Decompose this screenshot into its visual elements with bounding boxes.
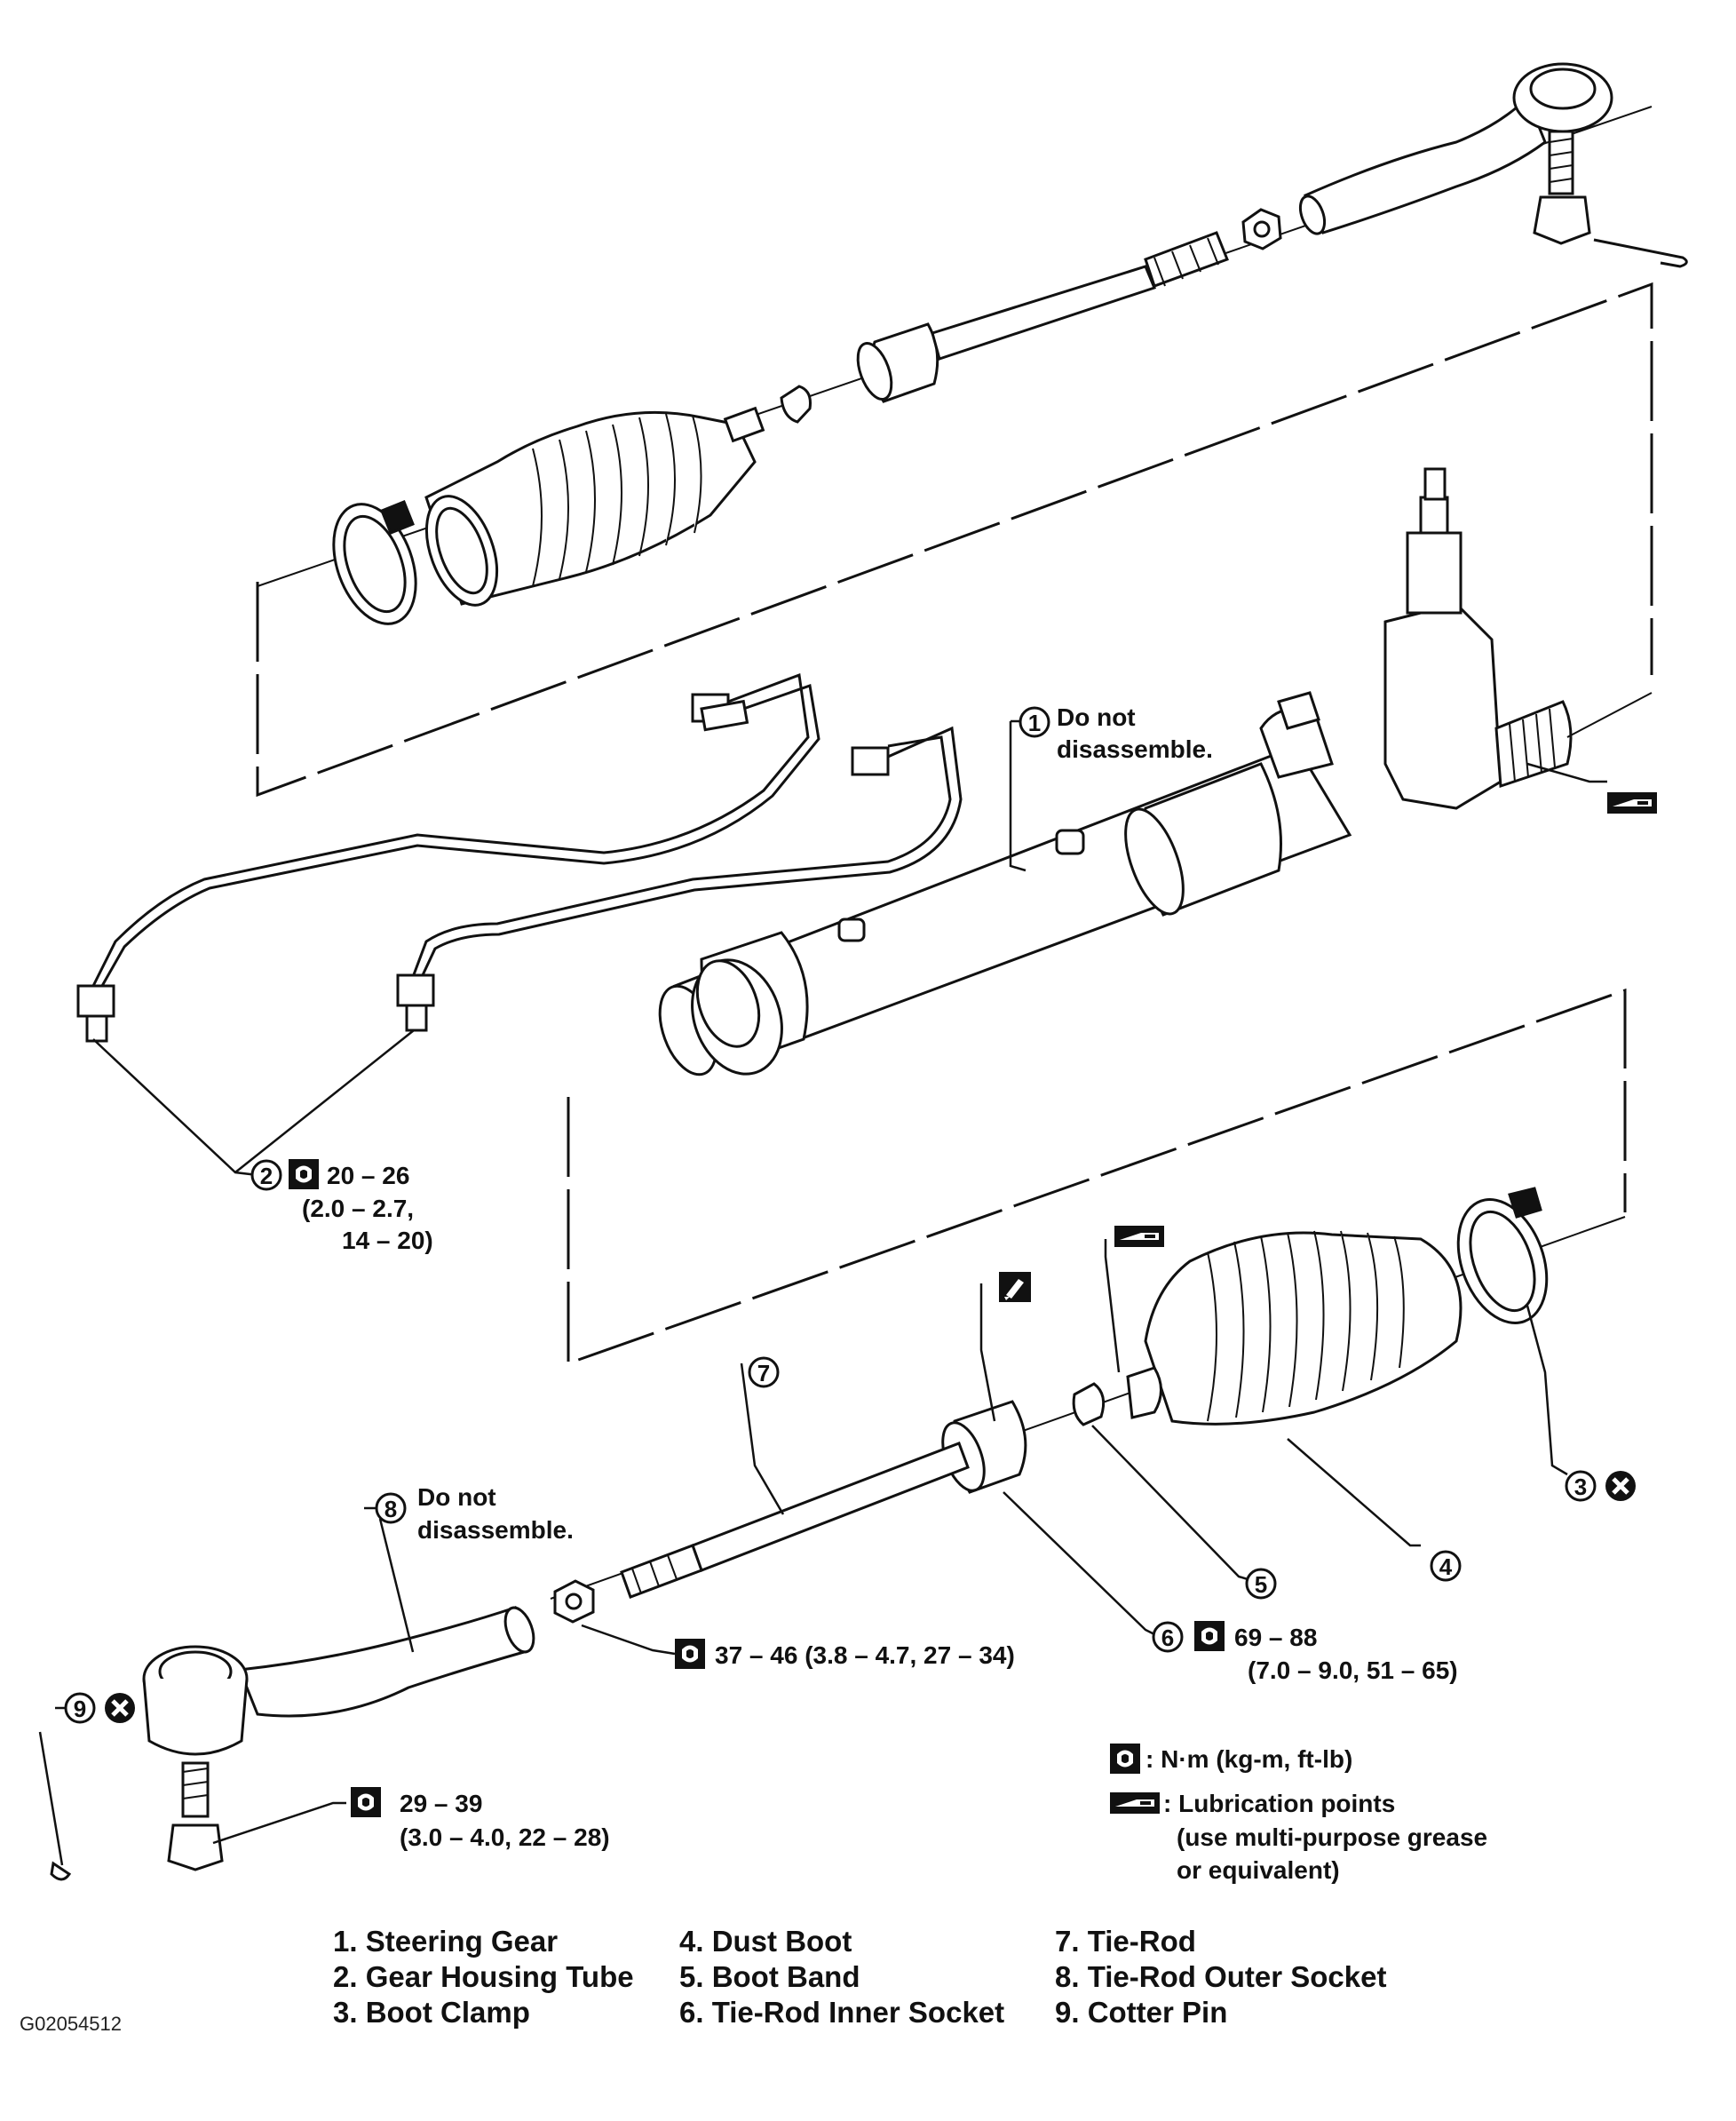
castle-nut-lower — [167, 1823, 224, 1871]
symbol-key: : N·m (kg-m, ft-lb) : Lubrication points… — [1110, 1744, 1487, 1884]
svg-text:29 – 39: 29 – 39 — [400, 1790, 482, 1817]
svg-text:: Lubrication points: : Lubrication points — [1163, 1790, 1395, 1817]
parts-list-item: 6. Tie-Rod Inner Socket — [679, 1996, 1005, 2029]
boot-band-upper — [780, 385, 812, 424]
svg-text:or equivalent): or equivalent) — [1177, 1856, 1340, 1884]
svg-text:5: 5 — [1255, 1571, 1267, 1598]
torque-wrench-icon — [1110, 1744, 1140, 1774]
svg-text:(3.0 – 4.0, 22 – 28): (3.0 – 4.0, 22 – 28) — [400, 1823, 610, 1851]
parts-list-item: 9. Cotter Pin — [1055, 1996, 1228, 2029]
parts-list-col1: 1. Steering Gear 2. Gear Housing Tube 3.… — [333, 1924, 634, 2030]
callout-3: 3 — [1565, 1471, 1636, 1501]
tie-rod-lower — [691, 1442, 970, 1572]
tie-rod-upper — [931, 265, 1157, 361]
svg-text:: N·m (kg-m, ft-lb): : N·m (kg-m, ft-lb) — [1145, 1745, 1352, 1773]
parts-list-item: 2. Gear Housing Tube — [333, 1960, 634, 1993]
parts-list-col3: 7. Tie-Rod 8. Tie-Rod Outer Socket 9. Co… — [1055, 1924, 1386, 2030]
callout-7: 7 — [748, 1356, 780, 1388]
locknut-torque: 37 – 46 (3.8 – 4.7, 27 – 34) — [675, 1639, 1015, 1669]
castle-nut-torque: 29 – 39 (3.0 – 4.0, 22 – 28) — [351, 1787, 610, 1851]
tie-rod-outer-socket-upper — [1303, 95, 1547, 234]
cotter-pin-lower — [50, 1861, 72, 1881]
castle-nut-upper — [1533, 195, 1591, 245]
svg-text:14 – 20): 14 – 20) — [342, 1227, 433, 1254]
lubrication-icon — [1110, 1792, 1160, 1814]
torque-wrench-icon — [1194, 1621, 1225, 1651]
svg-text:Do not: Do not — [1057, 703, 1136, 731]
sealant-point — [999, 1272, 1031, 1302]
do-not-reuse-icon — [1605, 1471, 1636, 1501]
svg-text:Do not: Do not — [417, 1483, 496, 1511]
svg-text:37 – 46 (3.8 – 4.7, 27 – 34): 37 – 46 (3.8 – 4.7, 27 – 34) — [715, 1641, 1015, 1669]
lower-tie-rod-assembly — [50, 1187, 1626, 1881]
callout-4: 4 — [1430, 1550, 1462, 1582]
svg-text:69 – 88: 69 – 88 — [1234, 1624, 1317, 1651]
boot-band-lower — [1072, 1382, 1106, 1426]
steering-gear-housing — [658, 467, 1653, 1076]
svg-text:9: 9 — [74, 1696, 86, 1722]
leader-lines — [38, 721, 1607, 1866]
callout-2: 2 20 – 26 (2.0 – 2.7, 14 – 20) — [250, 1159, 433, 1254]
parts-list-item: 4. Dust Boot — [679, 1925, 852, 1958]
lube-point-boot — [1114, 1226, 1164, 1247]
svg-text:(2.0 – 2.7,: (2.0 – 2.7, — [302, 1195, 414, 1222]
svg-text:disassemble.: disassemble. — [1057, 735, 1213, 763]
parts-list-item: 5. Boot Band — [679, 1960, 860, 1993]
callout-1: 1 Do not disassemble. — [1011, 703, 1213, 763]
svg-text:1: 1 — [1028, 710, 1041, 736]
svg-text:(use multi-purpose grease: (use multi-purpose grease — [1177, 1823, 1487, 1851]
svg-text:(7.0 – 9.0, 51 – 65): (7.0 – 9.0, 51 – 65) — [1248, 1656, 1458, 1684]
do-not-reuse-icon — [105, 1693, 135, 1723]
parts-list-item: 7. Tie-Rod — [1055, 1925, 1196, 1958]
svg-text:6: 6 — [1161, 1625, 1174, 1651]
svg-text:7: 7 — [757, 1360, 770, 1386]
torque-wrench-icon — [351, 1787, 381, 1817]
svg-text:2: 2 — [260, 1163, 273, 1189]
svg-text:3: 3 — [1574, 1474, 1587, 1500]
gear-housing-tubes — [76, 672, 963, 1043]
tie-rod-outer-socket-lower — [237, 1606, 526, 1718]
parts-list-item: 8. Tie-Rod Outer Socket — [1055, 1960, 1387, 1993]
dashed-assembly-lines — [256, 282, 1653, 1366]
callout-6: 6 69 – 88 (7.0 – 9.0, 51 – 65) — [1152, 1621, 1458, 1684]
figure-id: G02054512 — [20, 2013, 122, 2035]
svg-text:disassemble.: disassemble. — [417, 1516, 574, 1544]
svg-text:8: 8 — [384, 1496, 397, 1522]
torque-wrench-icon — [675, 1639, 705, 1669]
torque-wrench-icon — [289, 1159, 319, 1189]
callout-8: 8 Do not disassemble. — [364, 1483, 574, 1544]
svg-text:20 – 26: 20 – 26 — [327, 1162, 409, 1189]
callout-5: 5 — [1245, 1568, 1277, 1600]
callout-9: 9 — [55, 1693, 135, 1723]
lube-point-gear — [1607, 792, 1657, 814]
cotter-pin-upper — [1593, 238, 1688, 268]
upper-tie-rod-assembly — [257, 62, 1688, 625]
parts-list-col2: 4. Dust Boot 5. Boot Band 6. Tie-Rod Inn… — [679, 1924, 1004, 2030]
parts-list-item: 1. Steering Gear — [333, 1925, 559, 1958]
parts-list-item: 3. Boot Clamp — [333, 1996, 530, 2029]
dust-boot-lower — [1144, 1231, 1463, 1426]
svg-text:4: 4 — [1439, 1553, 1453, 1580]
